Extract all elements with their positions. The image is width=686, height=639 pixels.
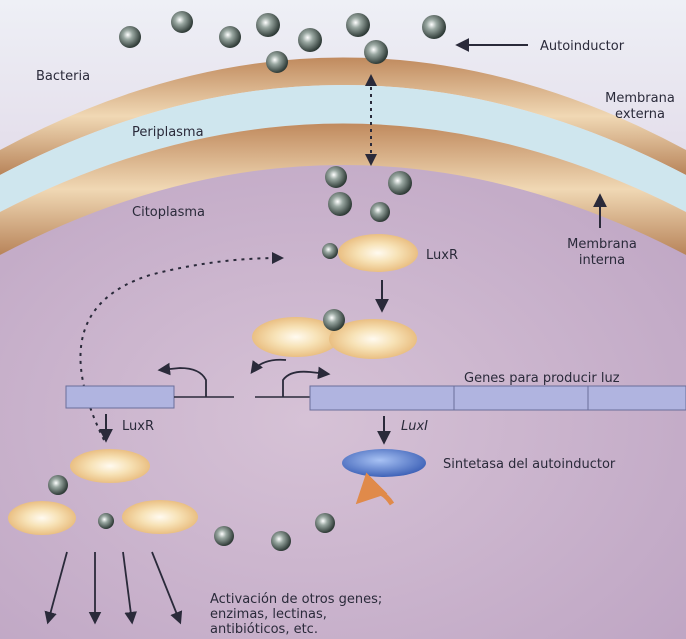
- autoinducer-molecule: [266, 51, 288, 73]
- label-luxr-left: LuxR: [122, 419, 154, 434]
- label-autoinductor: Autoinductor: [540, 39, 625, 54]
- lux-gene-box-2: [454, 386, 588, 410]
- label-citoplasma: Citoplasma: [132, 205, 205, 220]
- label-activacion-1: Activación de otros genes;: [210, 592, 382, 607]
- label-activacion-2: enzimas, lectinas,: [210, 607, 327, 622]
- autoinducer-molecule: [364, 40, 388, 64]
- autoinducer-molecule: [315, 513, 335, 533]
- autoinducer-molecule: [298, 28, 322, 52]
- autoinducer-molecule: [370, 202, 390, 222]
- luxr-protein: [8, 501, 76, 535]
- autoinducer-molecule: [325, 166, 347, 188]
- autoinducer-molecule: [271, 531, 291, 551]
- autoinducer-molecule: [48, 475, 68, 495]
- label-activacion-3: antibióticos, etc.: [210, 622, 318, 637]
- label-genes-luz: Genes para producir luz: [464, 371, 620, 386]
- autoinducer-molecule: [98, 513, 114, 529]
- luxr-gene-box: [66, 386, 174, 408]
- autoinducer-molecule: [346, 13, 370, 37]
- autoinducer-molecule: [219, 26, 241, 48]
- label-membrana-interna-2: interna: [579, 253, 625, 268]
- lux-gene-box-3: [588, 386, 686, 410]
- autoinducer-molecule: [388, 171, 412, 195]
- label-bacteria: Bacteria: [36, 69, 90, 84]
- autoinducer-molecule: [171, 11, 193, 33]
- autoinducer-molecule: [323, 309, 345, 331]
- autoinducer-molecule: [328, 192, 352, 216]
- label-membrana-externa-2: externa: [615, 107, 665, 122]
- lux-gene-box-1: [310, 386, 454, 410]
- label-membrana-externa-1: Membrana: [605, 91, 675, 106]
- label-periplasma: Periplasma: [132, 125, 204, 140]
- autoinducer-molecule: [422, 15, 446, 39]
- autoinducer-synthase: [342, 449, 426, 477]
- label-membrana-interna-1: Membrana: [567, 237, 637, 252]
- autoinducer-molecule: [256, 13, 280, 37]
- autoinducer-molecule: [322, 243, 338, 259]
- luxr-protein: [122, 500, 198, 534]
- luxr-protein-left: [70, 449, 150, 483]
- autoinducer-molecule: [214, 526, 234, 546]
- label-luxi: LuxI: [401, 419, 428, 434]
- autoinducer-molecule: [119, 26, 141, 48]
- luxr-protein-top: [338, 234, 418, 272]
- label-sintetasa: Sintetasa del autoinductor: [443, 457, 616, 472]
- label-luxr-top: LuxR: [426, 248, 458, 263]
